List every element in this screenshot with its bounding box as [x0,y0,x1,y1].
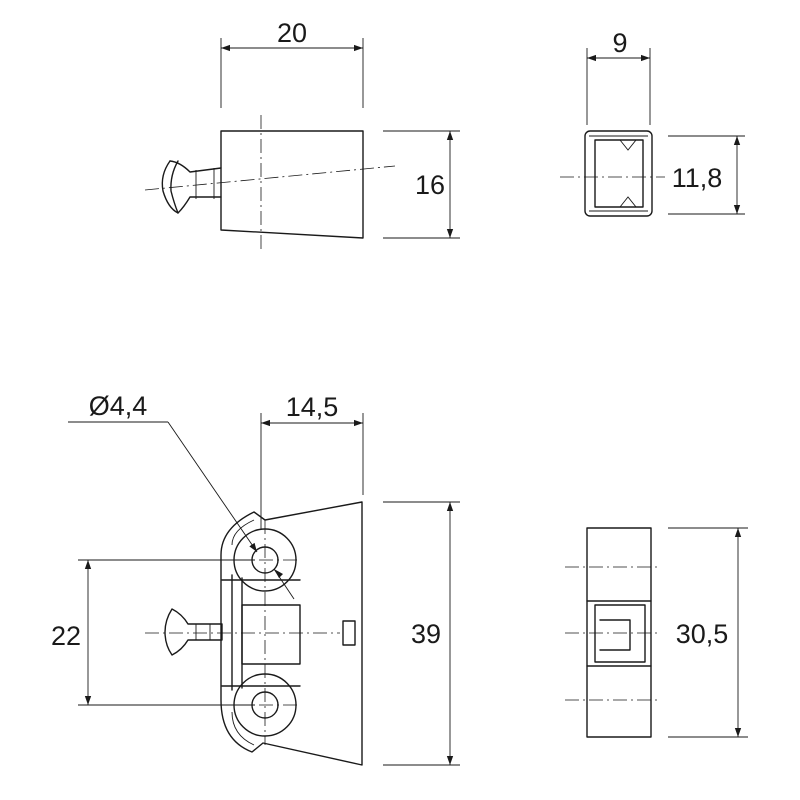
side-width-label: 20 [277,18,307,48]
dimension-side-width: 20 [220,18,364,108]
dimension-hole-spacing: 22 [51,559,255,706]
dimension-end-height: 11,8 [668,135,745,215]
hole-diameter-label: Ø4,4 [89,391,148,421]
rear-view [565,527,660,738]
end-view [560,130,665,217]
side-height-label: 16 [415,170,445,200]
end-height-label: 11,8 [672,163,723,193]
side-view [144,115,396,252]
front-depth-label: 14,5 [286,392,339,422]
dimension-hole-diameter: Ø4,4 [68,391,295,600]
front-view [145,501,363,766]
dimension-side-height: 16 [383,130,460,239]
rear-height-label: 30,5 [676,619,729,649]
dimension-front-depth: 14,5 [260,392,364,530]
end-width-label: 9 [612,28,627,58]
dimension-front-height: 39 [383,501,460,766]
dimension-end-width: 9 [586,28,651,125]
hole-spacing-label: 22 [51,621,81,651]
dimension-rear-height: 30,5 [668,527,748,738]
front-height-label: 39 [411,619,441,649]
